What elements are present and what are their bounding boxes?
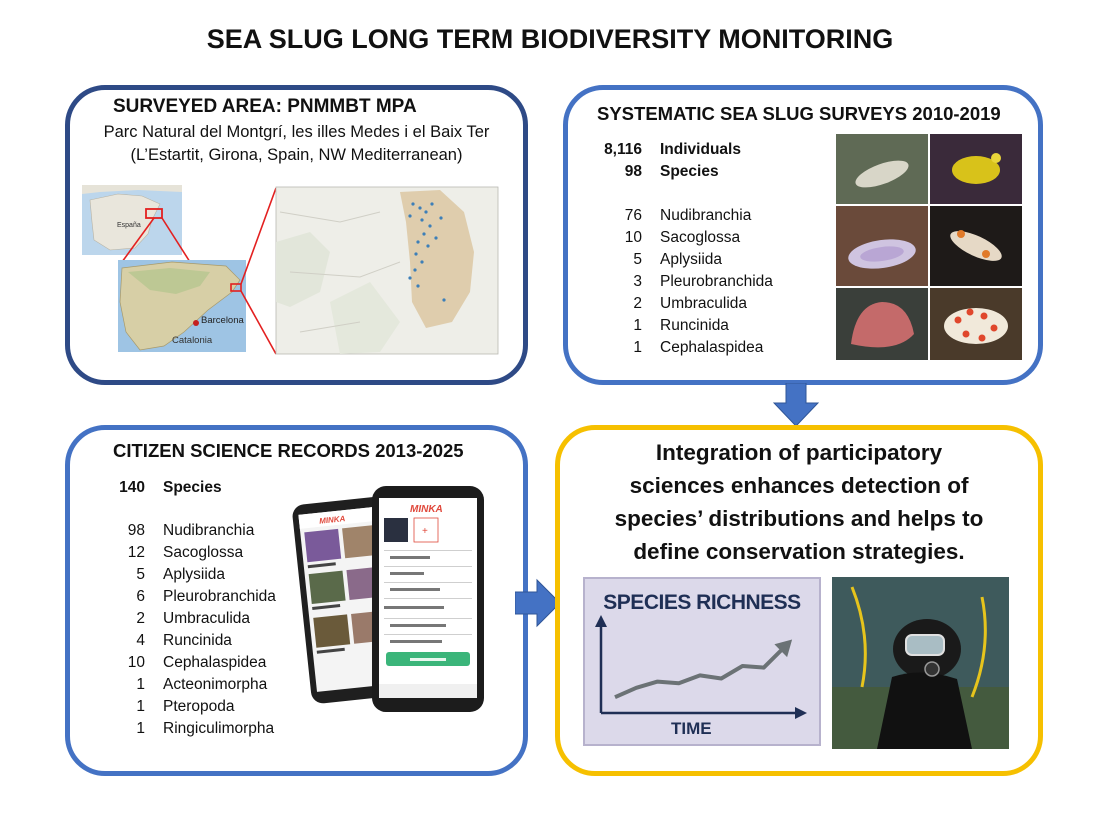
richness-trend-line bbox=[614, 645, 787, 700]
right-arrow bbox=[515, 578, 561, 628]
systematic-surveys-title: SYSTEMATIC SEA SLUG SURVEYS 2010-2019 bbox=[597, 103, 1001, 124]
group-name: Runcinida bbox=[660, 317, 729, 334]
group-name: Umbraculida bbox=[660, 295, 748, 312]
group-name: Pleurobranchida bbox=[163, 588, 276, 605]
group-name: Ringiculimorpha bbox=[163, 720, 275, 737]
x-axis-arrowhead bbox=[795, 707, 807, 719]
group-name: Aplysiida bbox=[163, 566, 226, 583]
group-count: 5 bbox=[633, 251, 642, 268]
group-row: 2 Umbraculida bbox=[97, 608, 250, 630]
group-count: 2 bbox=[633, 295, 642, 312]
group-row: 10 Sacoglossa bbox=[594, 227, 740, 249]
app-brand-back: MINKA bbox=[319, 514, 346, 526]
group-count: 10 bbox=[624, 229, 642, 246]
catalonia-map bbox=[118, 260, 246, 352]
group-count: 12 bbox=[127, 544, 145, 561]
group-name: Aplysiida bbox=[660, 251, 723, 268]
group-name: Pteropoda bbox=[163, 698, 235, 715]
group-name: Umbraculida bbox=[163, 610, 251, 627]
group-name: Runcinida bbox=[163, 632, 232, 649]
surveyed-area-line1: Parc Natural del Montgrí, les illes Mede… bbox=[103, 123, 490, 141]
group-name: Acteonimorpha bbox=[163, 676, 268, 693]
map-label-barcelona: Barcelona bbox=[201, 315, 244, 326]
group-count: 1 bbox=[136, 676, 145, 693]
group-row: 1 Runcinida bbox=[594, 315, 729, 337]
group-count: 98 bbox=[127, 522, 145, 539]
group-row: 10 Cephalaspidea bbox=[97, 652, 267, 674]
species-richness-chart: SPECIES RICHNESS TIME bbox=[583, 577, 821, 746]
map-label-spain: España bbox=[117, 222, 141, 229]
group-name: Nudibranchia bbox=[660, 207, 752, 224]
conclusion-text: Integration of participatory sciences enh… bbox=[555, 436, 1043, 568]
group-row: 1 Cephalaspidea bbox=[594, 337, 763, 359]
y-axis-arrowhead bbox=[595, 615, 607, 627]
group-count: 6 bbox=[136, 588, 145, 605]
group-count: 1 bbox=[136, 698, 145, 715]
citizen-science-title: CITIZEN SCIENCE RECORDS 2013-2025 bbox=[113, 440, 464, 461]
group-count: 1 bbox=[633, 317, 642, 334]
richness-xlabel: TIME bbox=[671, 719, 712, 738]
group-row: 5 Aplysiida bbox=[97, 564, 225, 586]
minka-app-phones: MINKA MINKA + bbox=[292, 486, 484, 712]
richness-axes bbox=[595, 615, 807, 719]
group-name: Nudibranchia bbox=[163, 522, 255, 539]
group-row: 5 Aplysiida bbox=[594, 249, 722, 271]
group-row: 1 Acteonimorpha bbox=[97, 674, 267, 696]
group-row: 12 Sacoglossa bbox=[97, 542, 243, 564]
diver-photo bbox=[832, 577, 1009, 749]
app-brand-front: MINKA bbox=[410, 504, 443, 515]
group-count: 2 bbox=[136, 610, 145, 627]
page-title: SEA SLUG LONG TERM BIODIVERSITY MONITORI… bbox=[206, 24, 894, 54]
group-name: Sacoglossa bbox=[660, 229, 741, 246]
group-count: 76 bbox=[624, 207, 642, 224]
iberia-map bbox=[82, 185, 182, 255]
group-count: 1 bbox=[136, 720, 145, 737]
map-label-catalonia: Catalonia bbox=[172, 335, 213, 346]
surveyed-area-title: SURVEYED AREA: PNMMBT MPA bbox=[113, 96, 417, 117]
group-name: Pleurobranchida bbox=[660, 273, 773, 290]
conclusion-line: species’ distributions and helps to bbox=[614, 506, 984, 531]
trend-arrowhead bbox=[774, 639, 793, 658]
group-count: 5 bbox=[136, 566, 145, 583]
group-row: 1 Ringiculimorpha bbox=[97, 718, 274, 740]
conclusion-line: define conservation strategies. bbox=[633, 539, 965, 564]
species-richness-title: SPECIES RICHNESS bbox=[603, 591, 801, 614]
group-row: 4 Runcinida bbox=[97, 630, 232, 652]
sea-slug-photo-grid bbox=[836, 134, 1022, 360]
down-arrow bbox=[773, 383, 819, 427]
conclusion-line: sciences enhances detection of bbox=[629, 473, 969, 498]
group-name: Cephalaspidea bbox=[660, 339, 764, 356]
group-count: 1 bbox=[633, 339, 642, 356]
location-maps bbox=[82, 185, 499, 355]
surveyed-area-line2: (L’Estartit, Girona, Spain, NW Mediterra… bbox=[130, 146, 463, 164]
group-row: 6 Pleurobranchida bbox=[97, 586, 276, 608]
phone-front: MINKA + bbox=[372, 486, 484, 712]
group-count: 4 bbox=[136, 632, 145, 649]
pnmmbt-detail-map bbox=[275, 186, 499, 355]
group-row: 76 Nudibranchia bbox=[594, 205, 752, 227]
svg-text:+: + bbox=[422, 526, 428, 537]
group-row: 1 Pteropoda bbox=[97, 696, 235, 718]
group-count: 10 bbox=[127, 654, 145, 671]
group-row: 98 Nudibranchia bbox=[97, 520, 255, 542]
group-row: 2 Umbraculida bbox=[594, 293, 747, 315]
group-count: 3 bbox=[633, 273, 642, 290]
conclusion-line: Integration of participatory bbox=[655, 440, 943, 465]
group-row: 3 Pleurobranchida bbox=[594, 271, 773, 293]
group-name: Sacoglossa bbox=[163, 544, 244, 561]
group-name: Cephalaspidea bbox=[163, 654, 267, 671]
